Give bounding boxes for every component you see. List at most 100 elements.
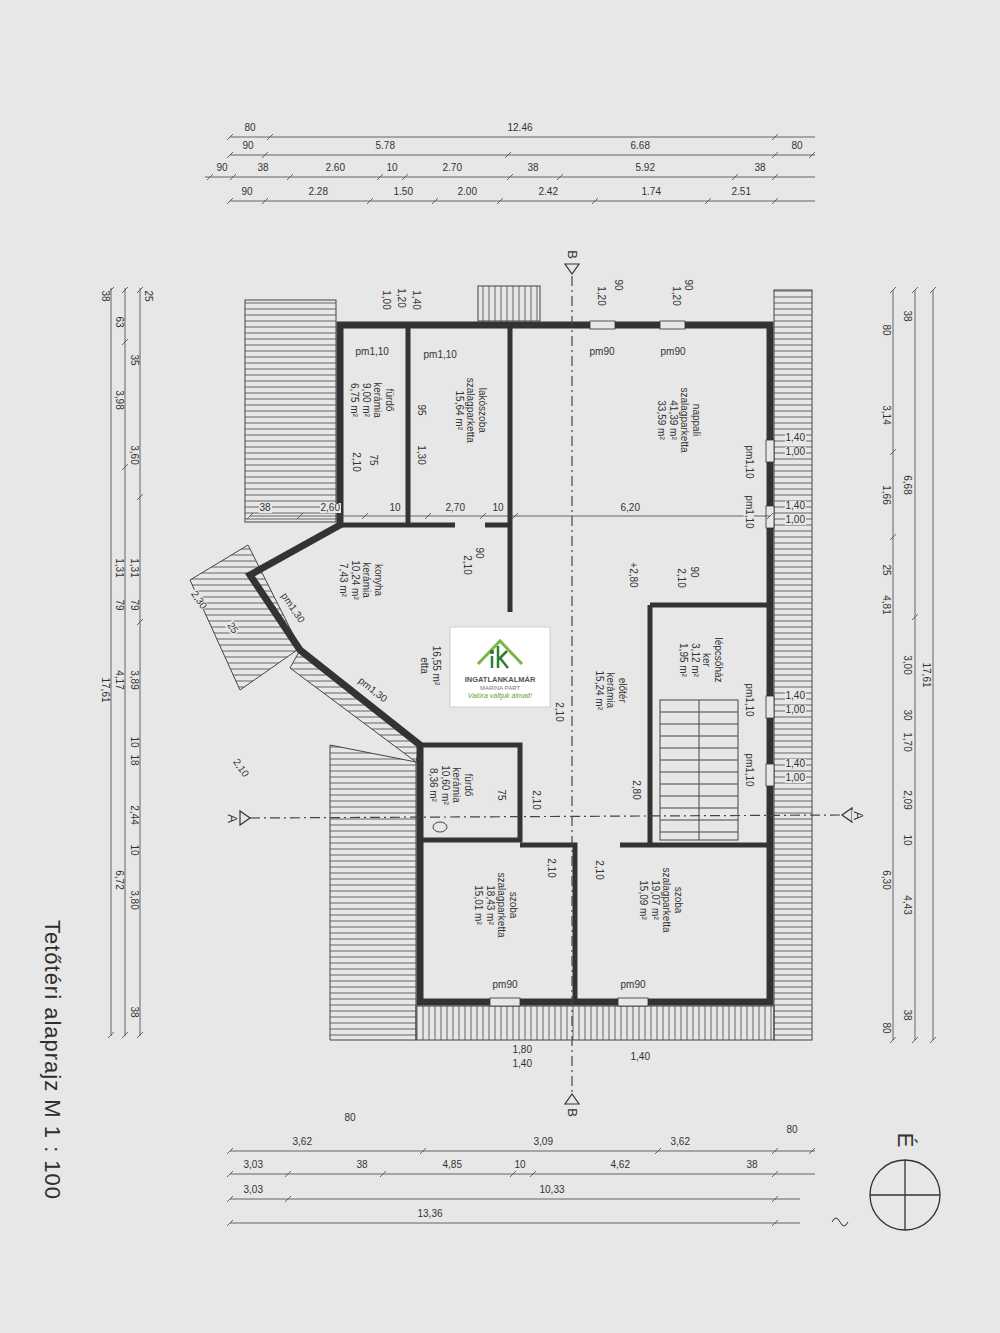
roof-hatch [190, 286, 812, 1040]
dimension-line [205, 137, 815, 201]
window [766, 506, 774, 528]
dimension-label: 2,09 [901, 789, 911, 810]
dimension-label: 1,31 [128, 557, 138, 578]
dimension-label: 38 [901, 1008, 911, 1021]
dimension-label: +2,80 [627, 561, 637, 588]
dimension-line [227, 1196, 778, 1226]
dimension-line [108, 287, 143, 1038]
room-text: fürdő [462, 765, 474, 804]
dimension-label: 1,40 [410, 289, 420, 310]
section-mark: A [225, 813, 238, 824]
room-text: kerámia [450, 765, 462, 804]
dimension-label: 18 [128, 753, 138, 766]
logo-badge: INGATLANKALMÁRMARINA PARTValóra váltjuk … [450, 676, 550, 700]
staircase [660, 700, 738, 840]
dimension-label: 6,72 [113, 869, 123, 890]
logo-badge [450, 627, 550, 707]
room-text: 8,36 m² [427, 765, 439, 804]
room-label: fürdőkerámia9,00 m²6,75 m² [349, 382, 395, 418]
dimension-label: 90 [216, 163, 229, 173]
logo-text: INGATLANKALMÁR [450, 676, 550, 685]
room-text: 19,07 m² [649, 867, 661, 932]
north-arrow [870, 1160, 940, 1230]
room-label: előtérkerámia15,24 m² [593, 670, 628, 709]
room-text: ker [700, 637, 712, 682]
dimension-label: 3,03 [243, 1185, 264, 1195]
dimension-label: 6,68 [901, 474, 911, 495]
inner-wall [340, 523, 510, 528]
dimension-label: 79 [128, 598, 138, 611]
dimension-label: 2,10 [545, 857, 555, 878]
window-label: pm1,10 [423, 350, 458, 360]
inner-wall [620, 843, 770, 848]
window-label: pm1,10 [743, 494, 753, 529]
logo-badge [490, 650, 494, 654]
inner-wall [520, 845, 575, 1002]
dimension-label: 90 [612, 278, 622, 291]
dimension-label: 2,10 [553, 701, 563, 722]
dimension-label: 13,36 [417, 1209, 444, 1219]
dimension-label: 2.60 [325, 163, 346, 173]
logo-badge [478, 641, 522, 664]
dimension-label: 4,62 [610, 1160, 631, 1170]
dimension-line [227, 152, 815, 158]
room-text: 15,01 m² [472, 872, 484, 937]
dimension-label: 80 [786, 1125, 799, 1135]
dimension-label: 75 [495, 788, 505, 801]
room-text: 9,00 m² [360, 382, 372, 418]
dimension-label: 1,40 [785, 433, 806, 443]
room-text: fürdő [383, 382, 395, 418]
room-text: kerámia [360, 560, 372, 599]
dimension-label: 75 [367, 453, 377, 466]
roof-hatch [290, 650, 420, 762]
logo-badge [450, 627, 550, 707]
dimension-label: 1,00 [380, 289, 390, 310]
dimension-label: 1,40 [785, 691, 806, 701]
dimension-label: 5.78 [375, 141, 396, 151]
dimension-label: 3,14 [880, 404, 890, 425]
dimension-label: 38 [901, 309, 911, 322]
dimension-line [227, 198, 778, 204]
inner-wall [648, 605, 653, 845]
window-label: pm90 [620, 980, 647, 990]
room-label: szobaszalagparketta18,43 m²15,01 m² [472, 872, 518, 937]
dimension-label: 1,00 [785, 773, 806, 783]
inner-wall [406, 325, 411, 525]
dimension-label: 1,70 [901, 731, 911, 752]
room-text: etta [419, 645, 431, 684]
dimension-label: 17,61 [920, 661, 930, 688]
dimension-label: 63 [113, 315, 123, 328]
dimension-label: 1,00 [785, 705, 806, 715]
window-label: pm1,10 [355, 347, 390, 357]
section-mark: B [565, 249, 578, 260]
section-line [571, 276, 572, 1094]
dimension-label: 5.92 [635, 163, 656, 173]
dimension-label: 2,70 [445, 503, 466, 513]
dimension-label: 1,40 [512, 1059, 533, 1069]
dimension-label: 90 [688, 565, 698, 578]
room-text: szalagparketta [495, 872, 507, 937]
dimension-line [893, 290, 933, 1040]
dimension-label: 1.50 [393, 187, 414, 197]
room-text: 18,43 m² [484, 872, 496, 937]
dimension-label: 38 [527, 163, 540, 173]
room-text: 15,24 m² [593, 670, 605, 709]
dimension-label: 1,00 [785, 515, 806, 525]
room-text: lépcsőház [712, 637, 724, 682]
room-label: fürdőkerámia10,60 m²8,36 m² [427, 765, 473, 804]
dimension-label: 1,30 [415, 444, 425, 465]
inner-wall [650, 603, 770, 608]
room-label: lakószobaszalagparketta15,64 m² [453, 377, 488, 442]
room-text: kerámia [372, 382, 384, 418]
dimension-label: 2,80 [630, 779, 640, 800]
dimension-label: 80 [880, 323, 890, 336]
logo-text: Valóra váltjuk álmait! [450, 692, 550, 700]
dimension-label: 38 [356, 1160, 369, 1170]
dimension-line [247, 513, 773, 519]
dimension-label: 2,60 [320, 503, 341, 513]
dimension-label: 3,80 [128, 889, 138, 910]
room-text: szoba [507, 872, 519, 937]
section-arrow [842, 808, 852, 822]
dimension-label: 10 [128, 843, 138, 856]
dimension-label: 3,09 [533, 1137, 554, 1147]
